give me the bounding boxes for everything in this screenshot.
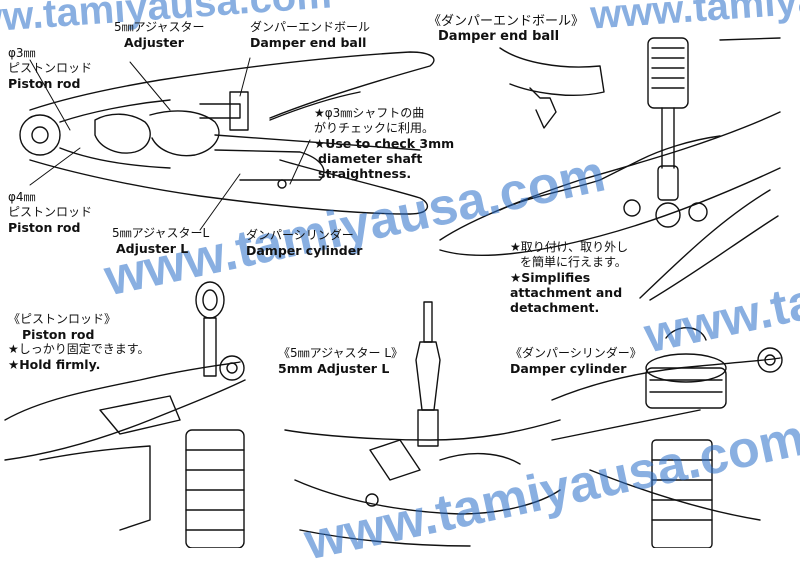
- adjuster-section-title: 《5㎜アジャスター L》 5mm Adjuster L: [278, 346, 403, 376]
- endball-note-en3: detachment.: [510, 300, 600, 315]
- shaft-note-en3: straightness.: [318, 166, 412, 181]
- tool-illustrations: [4, 37, 783, 548]
- endball-section-note: ★取り付け、取り外し を簡単に行えます。 ★Simplifies attachm…: [510, 240, 628, 315]
- cylinder-title-en: Damper cylinder: [510, 361, 627, 376]
- piston-section-title: 《ピストンロッド》 Piston rod ★しっかり固定できます。 ★Hold …: [8, 312, 150, 372]
- adjuster-title-jp: 《5㎜アジャスター L》: [278, 346, 404, 360]
- cylinder-label-jp: ダンパーシリンダー: [246, 228, 354, 242]
- endball-label-en: Damper end ball: [250, 35, 367, 50]
- shaft-note-jp1: ★φ3㎜シャフトの曲: [314, 106, 425, 120]
- endball-section-title: 《ダンパーエンドボール》 Damper end ball: [428, 14, 584, 44]
- endball-note-en2: attachment and: [510, 285, 623, 300]
- piston3-label-jp1: φ3㎜: [8, 46, 36, 60]
- piston-note-en: ★Hold firmly.: [8, 357, 101, 372]
- shaft-check-note: ★φ3㎜シャフトの曲 がりチェックに利用。 ★Use to check 3mm …: [314, 106, 454, 181]
- pliers-overview-illustration: [19, 51, 435, 215]
- callout-lines: [29, 57, 311, 231]
- endball-title-en: Damper end ball: [438, 29, 560, 44]
- shaft-note-en2: diameter shaft: [318, 151, 423, 166]
- piston-title-jp: 《ピストンロッド》: [8, 312, 117, 326]
- endball-note-en1: ★Simplifies: [510, 270, 591, 285]
- piston-note-jp: ★しっかり固定できます。: [8, 342, 150, 356]
- adjuster-label-en: Adjuster: [124, 35, 184, 50]
- end-ball-illustration: [439, 37, 781, 301]
- adjuster-title-en: 5mm Adjuster L: [278, 361, 390, 376]
- endball-label-jp: ダンパーエンドボール: [250, 20, 371, 34]
- adjusterL-label-en: Adjuster L: [116, 241, 189, 256]
- endball-title-jp: 《ダンパーエンドボール》: [428, 14, 585, 29]
- endball-note-jp1: ★取り付け、取り外し: [510, 240, 629, 254]
- adjuster-label: 5㎜アジャスター Adjuster: [114, 20, 205, 50]
- cylinder-section-title: 《ダンパーシリンダー》 Damper cylinder: [510, 346, 642, 376]
- piston3-label-en: Piston rod: [8, 76, 81, 91]
- piston4-label-jp2: ピストンロッド: [8, 205, 93, 219]
- piston-title-en: Piston rod: [22, 327, 95, 342]
- endball-note-jp2: を簡単に行えます。: [520, 255, 627, 269]
- cylinder-title-jp: 《ダンパーシリンダー》: [510, 346, 642, 360]
- cylinder-illustration: [551, 327, 783, 548]
- piston-rod-illustration: [4, 281, 246, 548]
- endball-label: ダンパーエンドボール Damper end ball: [250, 20, 370, 50]
- adjusterL-label-jp: 5㎜アジャスターL: [112, 226, 210, 240]
- piston4-label-en: Piston rod: [8, 220, 81, 235]
- shaft-note-en1: ★Use to check 3mm: [314, 136, 455, 151]
- adjuster-illustration: [284, 301, 561, 547]
- piston3-label-jp2: ピストンロッド: [8, 61, 93, 75]
- adjuster-label-jp: 5㎜アジャスター: [114, 20, 205, 34]
- piston4-label: φ4㎜ ピストンロッド Piston rod: [8, 190, 92, 235]
- piston4-label-jp1: φ4㎜: [8, 190, 36, 204]
- piston3-label: φ3㎜ ピストンロッド Piston rod: [8, 46, 92, 91]
- cylinder-label-en: Damper cylinder: [246, 243, 363, 258]
- adjusterL-label: 5㎜アジャスターL Adjuster L: [112, 226, 209, 256]
- shaft-note-jp2: がりチェックに利用。: [314, 121, 435, 135]
- cylinder-label: ダンパーシリンダー Damper cylinder: [246, 228, 362, 258]
